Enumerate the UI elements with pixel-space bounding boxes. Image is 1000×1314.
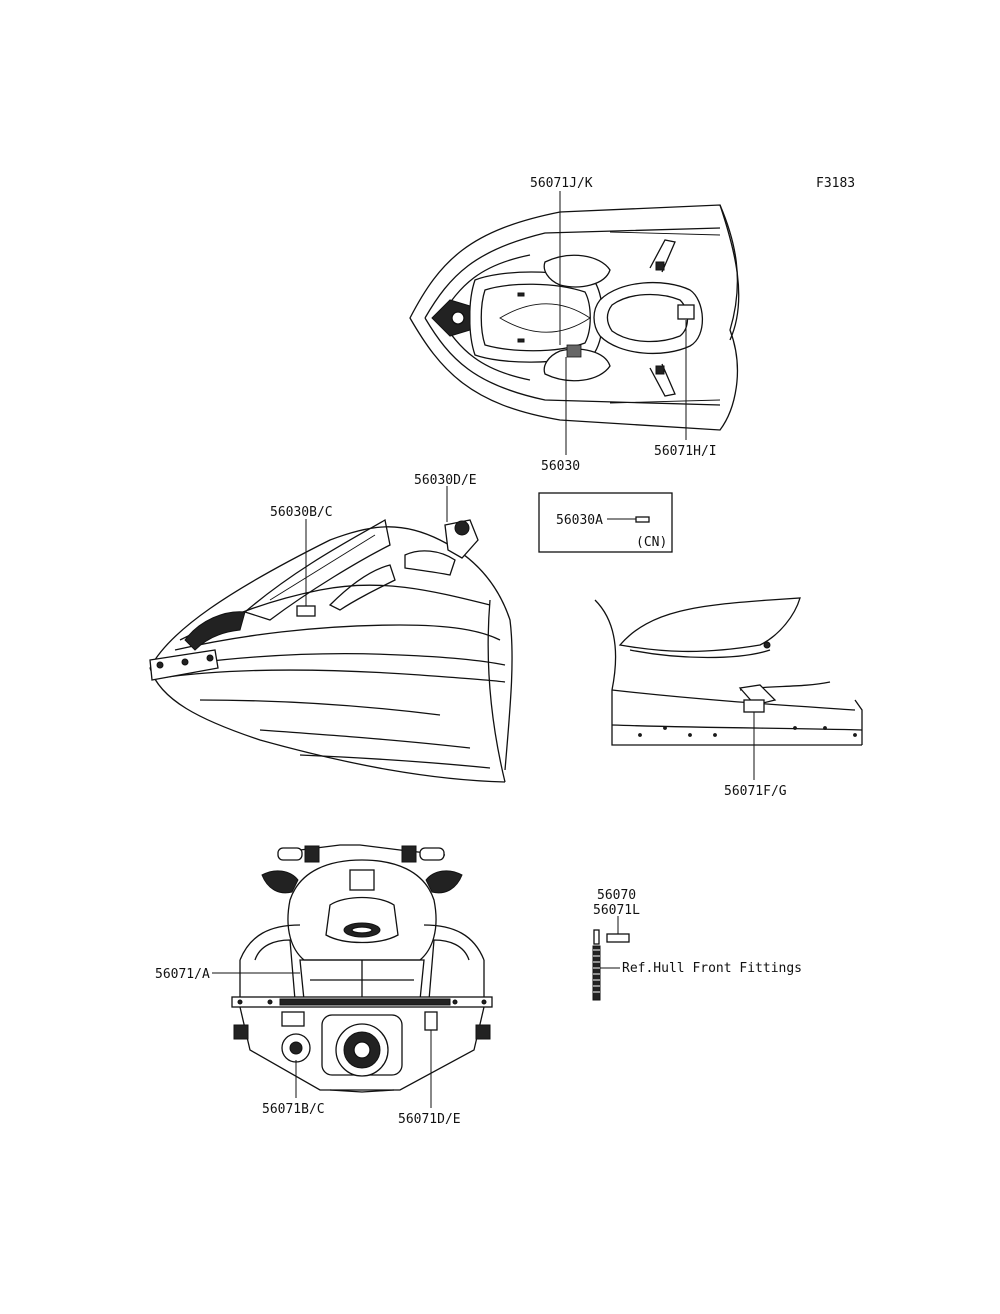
side-view-front-hull [149,518,513,783]
label-56071bc: 56071B/C [262,1102,325,1117]
label-56071jk: 56071J/K [530,176,593,191]
label-56071l: 56071L [593,903,640,918]
label-56030a: 56030A [556,513,603,528]
figure-id: F3183 [816,176,855,191]
label-56030: 56030 [541,459,580,474]
label-56030de: 56030D/E [414,473,477,488]
label-56071hi: 56071H/I [654,444,717,459]
front-view-watercraft [231,844,493,1093]
side-view-rear-hull [594,597,863,746]
label-ref-hull: Ref.Hull Front Fittings [622,961,802,976]
top-view-watercraft [409,204,740,431]
label-56071fg: 56071F/G [724,784,787,799]
rivet-row [638,726,857,737]
cn-label-box: 56030A (CN) [538,492,673,553]
label-56030bc: 56030B/C [270,505,333,520]
label-cn: (CN) [636,535,667,550]
parts-fitting-group [592,916,630,1001]
label-56070: 56070 [597,888,636,903]
label-56071de: 56071D/E [398,1112,461,1127]
label-56071a: 56071/A [155,967,210,982]
